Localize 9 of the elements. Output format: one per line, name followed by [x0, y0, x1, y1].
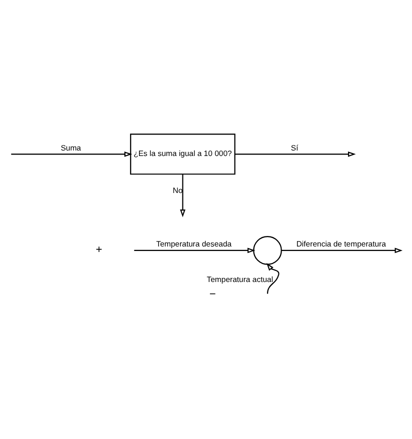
arrow	[234, 151, 356, 157]
arrow	[180, 174, 186, 218]
arrow	[266, 263, 280, 294]
arrow	[11, 151, 132, 157]
node-circle	[253, 236, 282, 265]
arrow	[134, 248, 256, 254]
label: +	[96, 244, 102, 256]
label: −	[209, 288, 216, 301]
arrow	[282, 248, 403, 254]
